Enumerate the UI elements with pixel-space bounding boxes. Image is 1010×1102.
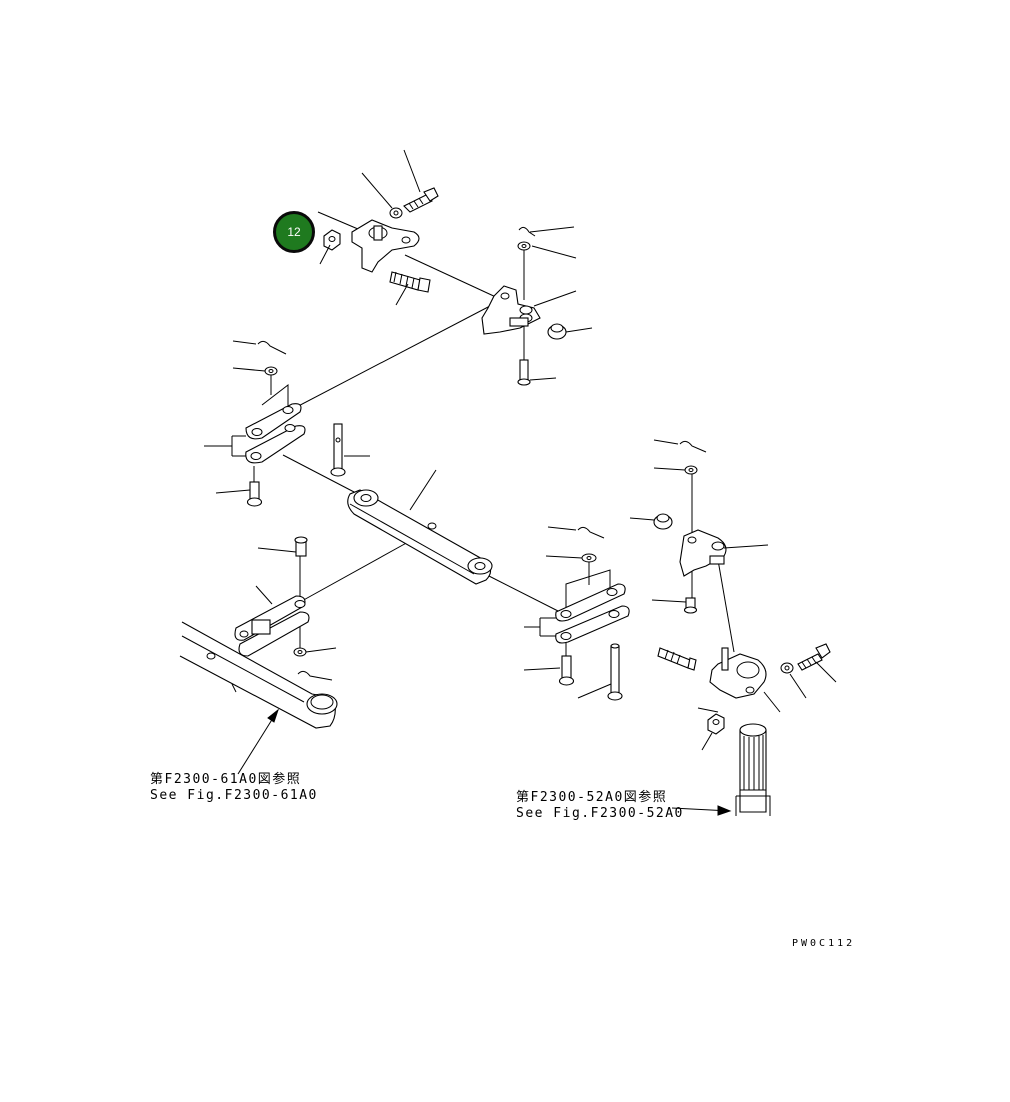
reference-right: 第F2300-52A0図参照 See Fig.F2300-52A0	[516, 790, 684, 822]
lower-arm	[179, 621, 338, 729]
left-link-plates	[204, 340, 346, 507]
leader-lines	[215, 149, 837, 751]
reference-arrows	[237, 708, 732, 816]
right-lever	[653, 440, 727, 614]
lower-left-clevis	[234, 536, 333, 681]
right-link-plates	[524, 526, 630, 701]
assembly-lines	[253, 211, 735, 660]
top-clamp-arm	[323, 187, 439, 293]
drawing-code: PW0C112	[792, 938, 856, 949]
reference-right-jp: 第F2300-52A0図参照	[516, 790, 668, 805]
reference-left-jp: 第F2300-61A0図参照	[150, 772, 302, 787]
reference-left: 第F2300-61A0図参照 See Fig.F2300-61A0	[150, 772, 318, 804]
right-clamp-and-shaft	[657, 643, 831, 816]
upper-lever	[481, 226, 567, 386]
callout-badge-12[interactable]: 12	[273, 211, 315, 253]
reference-right-en: See Fig.F2300-52A0	[516, 806, 684, 821]
callout-number: 12	[287, 225, 301, 239]
center-rod	[347, 489, 493, 585]
reference-left-en: See Fig.F2300-61A0	[150, 788, 318, 803]
